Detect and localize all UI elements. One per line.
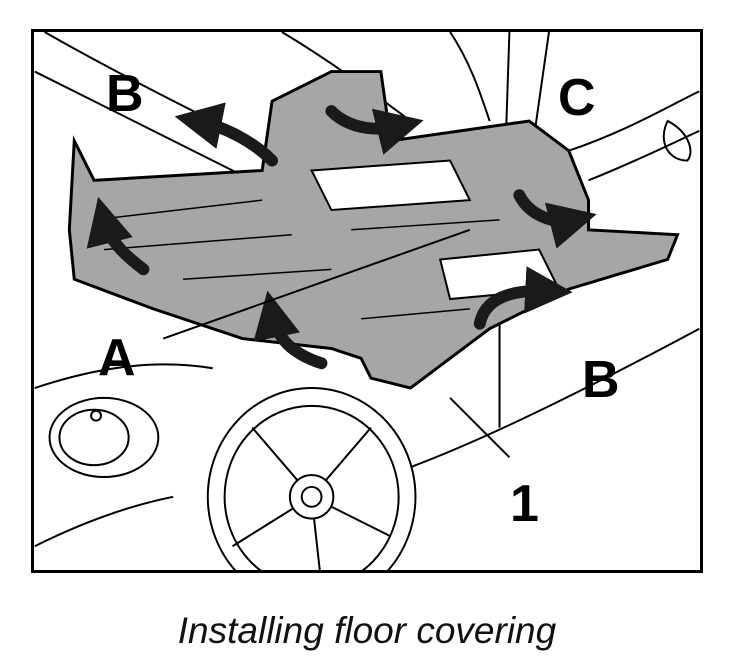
- headlight: [48, 396, 160, 479]
- figure-caption: Installing floor covering: [177, 610, 557, 651]
- leader-1: [449, 397, 511, 458]
- leader-a: [162, 228, 471, 340]
- callout-1: 1: [510, 475, 539, 533]
- callout-b-right: B: [582, 351, 620, 409]
- wheel: [206, 387, 417, 570]
- callout-b-top: B: [106, 65, 144, 123]
- arrow-6: [253, 290, 328, 370]
- arrow-1: [174, 102, 278, 167]
- leader-lines: [162, 228, 511, 458]
- floor-covering-illustration: [34, 32, 700, 570]
- direction-arrows: [86, 102, 597, 370]
- callout-a: A: [98, 329, 136, 387]
- arrow-5: [473, 266, 573, 330]
- illustration-frame: B C A B 1: [31, 29, 703, 573]
- callout-c: C: [558, 69, 596, 127]
- arrow-2: [325, 105, 424, 155]
- arrow-4: [86, 196, 150, 276]
- arrow-3: [513, 189, 597, 249]
